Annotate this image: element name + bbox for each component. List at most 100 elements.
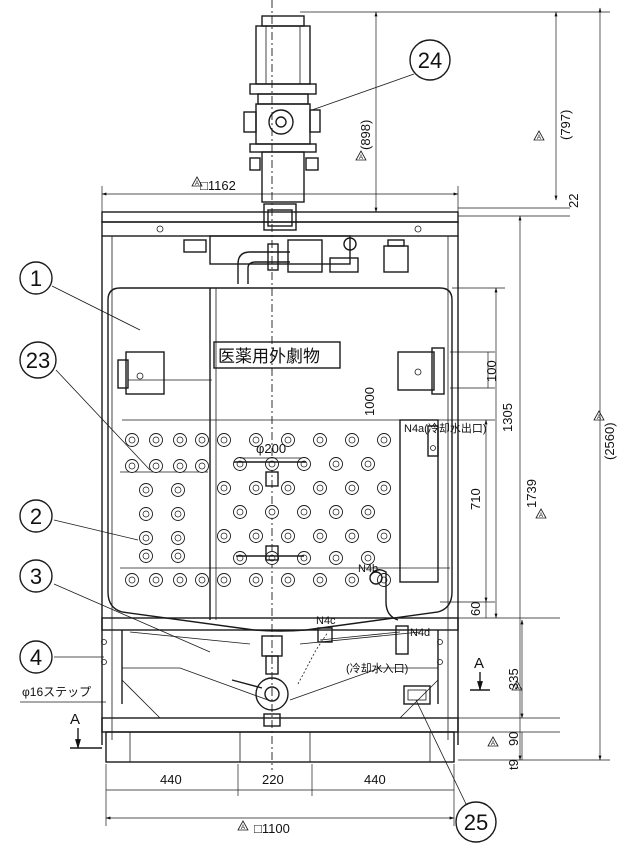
dimple-hole-inner <box>316 436 324 444</box>
balloon-25-label: 25 <box>464 810 488 835</box>
revision-triangle <box>535 508 547 519</box>
balloon-4 <box>19 640 53 674</box>
dim-1000: 1000 <box>362 387 377 416</box>
nozzle-n4d-sub: (冷却水入口) <box>346 662 408 675</box>
dimple-hole-inner <box>284 484 292 492</box>
dimple-hole <box>265 551 279 565</box>
motor-assembly <box>243 15 321 231</box>
cooling-jacket-right <box>399 419 439 583</box>
balloon-25 <box>455 801 497 843</box>
dimple-hole <box>249 529 263 543</box>
balloon-2 <box>19 499 53 533</box>
balloon-3-label: 3 <box>30 564 42 589</box>
nozzle-n4a: N4a(冷却水出口) <box>404 421 487 435</box>
dimple-hole-inner <box>284 436 292 444</box>
dimple-hole <box>195 433 209 447</box>
nozzle-n4b: N4b <box>358 563 378 575</box>
dimple-hole <box>233 457 247 471</box>
dimple-hole <box>345 433 359 447</box>
dimple-hole-inner <box>332 508 340 516</box>
balloon-3 <box>19 559 53 593</box>
dim-335: 335 <box>506 668 521 690</box>
dimple-hole-inner <box>284 532 292 540</box>
revision-triangle <box>237 820 249 831</box>
dimple-hole <box>249 573 263 587</box>
dimple-hole <box>329 505 343 519</box>
dim-seg-right: 440 <box>364 772 386 787</box>
dimple-hole-inner <box>176 462 184 470</box>
dimple-hole-inner <box>364 554 372 562</box>
nozzle-n4c: N4c <box>316 615 336 627</box>
dimple-hole-inner <box>364 508 372 516</box>
dimple-hole-inner <box>380 436 388 444</box>
dimensions <box>101 7 610 826</box>
dimple-hole <box>249 481 263 495</box>
dim-seg-left: 440 <box>160 772 182 787</box>
dim-90: 90 <box>506 732 521 746</box>
dimple-hole-inner <box>174 534 182 542</box>
revision-triangle-label: A <box>359 155 363 161</box>
dimple-hole <box>281 529 295 543</box>
dim-t9: t9 <box>506 759 521 770</box>
dim-710: 710 <box>468 488 483 510</box>
dimple-hole <box>329 551 343 565</box>
dimple-hole <box>195 573 209 587</box>
dimple-hole-inner <box>380 532 388 540</box>
dimple-hole <box>297 457 311 471</box>
revision-triangle-label: A <box>515 685 519 691</box>
dimple-hole-inner <box>268 508 276 516</box>
dimple-hole-inner <box>268 554 276 562</box>
dimple-hole-inner <box>236 508 244 516</box>
dimple-hole <box>233 505 247 519</box>
dimple-hole-inner <box>348 532 356 540</box>
dim-bottom-width: □1100 <box>254 821 290 836</box>
dimple-hole-inner <box>152 576 160 584</box>
dimple-hole <box>125 573 139 587</box>
dimple-hole-inner <box>348 484 356 492</box>
dimple-hole <box>313 481 327 495</box>
dimple-hole <box>149 459 163 473</box>
dimple-hole-inner <box>174 552 182 560</box>
revision-triangle <box>533 130 545 141</box>
dimple-hole-inner <box>300 460 308 468</box>
dimple-hole <box>139 531 153 545</box>
dim-797: (797) <box>558 110 573 140</box>
revision-triangle-label: A <box>195 181 199 187</box>
dimple-hole <box>125 459 139 473</box>
balloon-24-label: 24 <box>418 48 442 73</box>
dimple-hole-inner <box>252 532 260 540</box>
dimple-hole-inner <box>364 460 372 468</box>
dimple-hole-inner <box>176 576 184 584</box>
dimple-hole <box>377 481 391 495</box>
revision-triangle-label: A <box>537 135 541 141</box>
dimple-hole-inner <box>128 462 136 470</box>
dimple-hole-inner <box>332 554 340 562</box>
balloon-23 <box>19 341 57 379</box>
dimple-hole <box>171 531 185 545</box>
dimple-hole <box>361 551 375 565</box>
dimple-hole-inner <box>198 576 206 584</box>
dimple-hole <box>173 433 187 447</box>
revision-triangle-label: A <box>241 825 245 831</box>
balloon-1 <box>19 261 53 295</box>
dimple-hole <box>171 549 185 563</box>
dimple-hole <box>281 481 295 495</box>
dimple-hole-inner <box>236 460 244 468</box>
dimple-hole-inner <box>316 484 324 492</box>
dimple-hole-inner <box>284 576 292 584</box>
dimple-hole-inner <box>332 460 340 468</box>
nozzle-n4d: N4d <box>410 627 430 639</box>
drain-valve <box>231 625 409 727</box>
dimple-hole <box>281 573 295 587</box>
dimple-hole <box>297 505 311 519</box>
dimple-hole-inner <box>142 552 150 560</box>
dimple-hole <box>265 457 279 471</box>
dim-898: (898) <box>358 120 373 150</box>
balloon-24 <box>409 39 451 81</box>
dimple-hole <box>139 549 153 563</box>
dimple-hole-inner <box>152 462 160 470</box>
dimple-hole-inner <box>174 510 182 518</box>
cone-hatching <box>129 631 421 645</box>
dim-1305: 1305 <box>500 403 515 432</box>
